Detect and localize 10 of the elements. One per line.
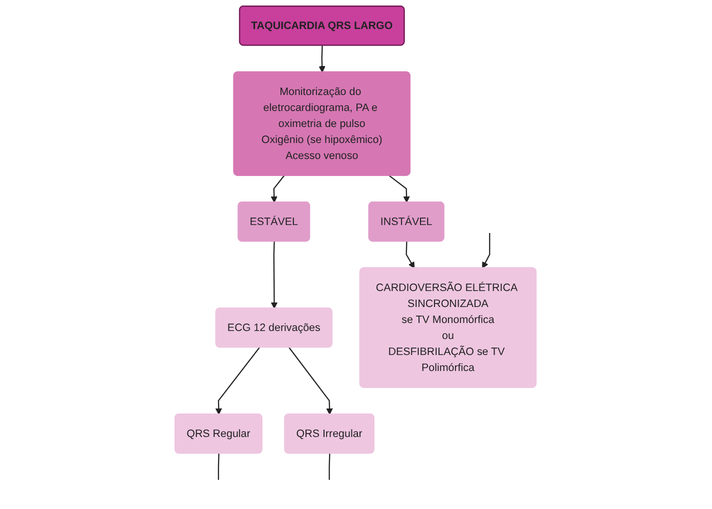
connector bbox=[329, 453, 331, 480]
arrow bbox=[406, 241, 416, 269]
arrow bbox=[482, 233, 491, 269]
arrow bbox=[271, 175, 286, 203]
connector bbox=[218, 453, 220, 480]
arrow bbox=[289, 347, 334, 415]
arrow bbox=[389, 175, 410, 203]
arrow bbox=[319, 46, 326, 73]
arrow bbox=[216, 347, 260, 415]
arrow bbox=[271, 241, 278, 309]
